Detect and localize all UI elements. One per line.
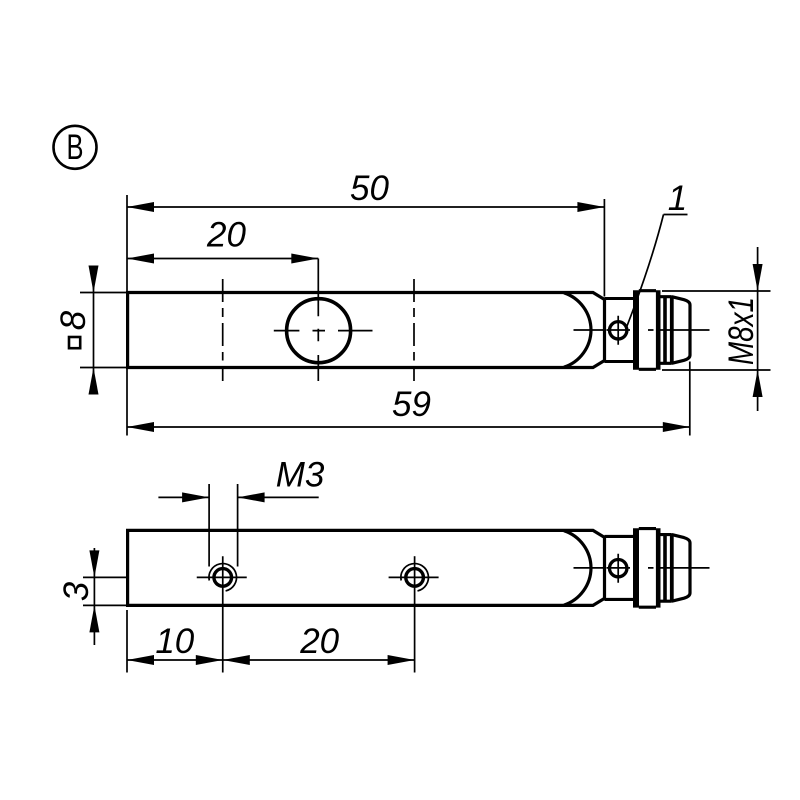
svg-text:1: 1: [668, 179, 687, 218]
svg-text:59: 59: [392, 385, 431, 424]
svg-text:M8x1: M8x1: [722, 297, 761, 365]
svg-text:50: 50: [350, 169, 389, 208]
svg-text:3: 3: [57, 581, 96, 601]
svg-text:M3: M3: [276, 456, 325, 495]
svg-text:10: 10: [155, 622, 194, 661]
svg-text:20: 20: [206, 216, 246, 255]
svg-text:B: B: [67, 128, 84, 167]
svg-text:8: 8: [54, 310, 93, 330]
svg-text:20: 20: [299, 622, 339, 661]
